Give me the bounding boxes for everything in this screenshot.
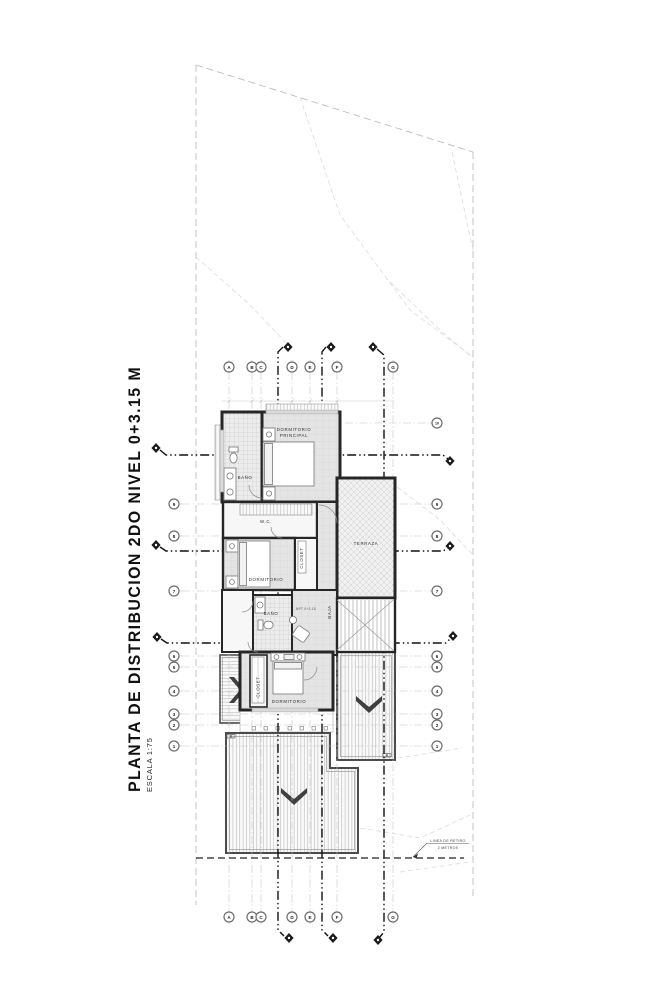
- label-closet-1: CLOSET: [299, 547, 304, 568]
- grid-bubble: 1: [173, 744, 176, 749]
- fixtures-bano-2: [254, 596, 274, 631]
- grid-bubble: D: [290, 915, 294, 920]
- grid-bubble: 2: [173, 723, 176, 728]
- grid-bubble: 3: [436, 712, 439, 717]
- grid-bubble: 2: [436, 723, 439, 728]
- contour-lines: [195, 96, 474, 873]
- grid-bubble: C: [259, 915, 263, 920]
- grid-bubble: F: [336, 915, 339, 920]
- label-dormitorio-2: DORMITORIO: [249, 577, 283, 582]
- stairs-baja: [336, 599, 394, 651]
- label-baja: BAJA: [327, 605, 332, 618]
- label-bano-principal: BAÑO: [238, 475, 253, 480]
- bed-principal: [262, 427, 315, 501]
- grid-bubble: B: [250, 365, 254, 370]
- roof-right: [336, 651, 396, 761]
- room-study: [291, 589, 338, 656]
- label-dormitorio-principal-2: PRINCIPAL: [280, 433, 308, 438]
- label-npt: NPT 0+3.15: [296, 607, 316, 611]
- label-bano-2: BAÑO: [264, 611, 279, 616]
- grid-bubble: 5: [436, 665, 439, 670]
- bed-3: [270, 652, 306, 695]
- grid-bubble: 6: [436, 654, 439, 659]
- closet-1-shelf: [297, 540, 307, 574]
- hall-corridor: [316, 501, 338, 599]
- label-dormitorio-principal: DORMITORIO: [277, 427, 311, 432]
- grid-bubble: F: [336, 365, 339, 370]
- grid-bubble: E: [308, 365, 311, 370]
- roof-slope-arrow: [281, 788, 307, 805]
- building-plan: DORMITORIO PRINCIPAL BAÑO W.C. DORMITORI…: [214, 399, 397, 713]
- grid-bubble: 8: [173, 534, 176, 539]
- grid-bubble: 4: [436, 689, 439, 694]
- label-linea-retiro: LINEA DE RETIRO: [430, 839, 465, 843]
- grid-bubble: 4: [173, 689, 176, 694]
- label-closet-2: CLOSET: [256, 676, 261, 697]
- grid-bubble: B: [250, 915, 254, 920]
- grid-bubble: 9: [173, 502, 176, 507]
- grid-bubble: 6: [173, 654, 176, 659]
- grid-bubble: A: [227, 915, 231, 920]
- label-wc: W.C.: [260, 519, 272, 524]
- site-boundary: [195, 64, 474, 905]
- grid-bubble: 5: [173, 665, 176, 670]
- scale-note: ESCALA 1:75: [145, 737, 154, 792]
- grid-bubble: 7: [173, 589, 176, 594]
- grid-bubble: G: [391, 915, 395, 920]
- roof-slope-arrow: [356, 696, 382, 713]
- label-linea-retiro-2: 2 METROS: [438, 846, 459, 850]
- grid-bubbles: A B C D E F G A B C D E F G 9 8 7 6 5 4 …: [168, 360, 443, 924]
- dimension-line-top: [222, 399, 395, 403]
- label-dormitorio-3: DORMITORIO: [272, 699, 306, 704]
- grid-bubble: D: [290, 365, 294, 370]
- grid-bubble: E: [308, 915, 311, 920]
- bubble-labels: A B C D E F G A B C D E F G 9 8 7 6 5 4 …: [173, 365, 439, 920]
- bed-2: [225, 539, 271, 589]
- grid-bubble: C: [259, 365, 263, 370]
- fixtures-bano-principal: [223, 446, 239, 501]
- linea-de-retiro: LINEA DE RETIRO 2 METROS: [196, 839, 469, 859]
- hall-left: [221, 589, 254, 653]
- label-terraza: TERRAZA: [354, 541, 379, 546]
- windows: [219, 409, 339, 713]
- door-arcs: [241, 484, 338, 681]
- grid-bubble: 3: [173, 712, 176, 717]
- grid-bubble: 8: [436, 534, 439, 539]
- grid-bubble: 1: [436, 744, 439, 749]
- study-furniture: [288, 616, 310, 643]
- sheet-title: PLANTA DE DISTRIBUCION 2DO NIVEL 0+3.15 …: [125, 366, 154, 792]
- wardrobe-band: [239, 503, 313, 516]
- grid-bubble: 10: [435, 422, 439, 426]
- grid-bubble: 9: [436, 502, 439, 507]
- page-title: PLANTA DE DISTRIBUCION 2DO NIVEL 0+3.15 …: [125, 366, 144, 792]
- grid-bubble: A: [227, 365, 231, 370]
- grid-bubble: 7: [436, 589, 439, 594]
- grid-bubble: G: [391, 365, 395, 370]
- room-terraza: [335, 476, 397, 600]
